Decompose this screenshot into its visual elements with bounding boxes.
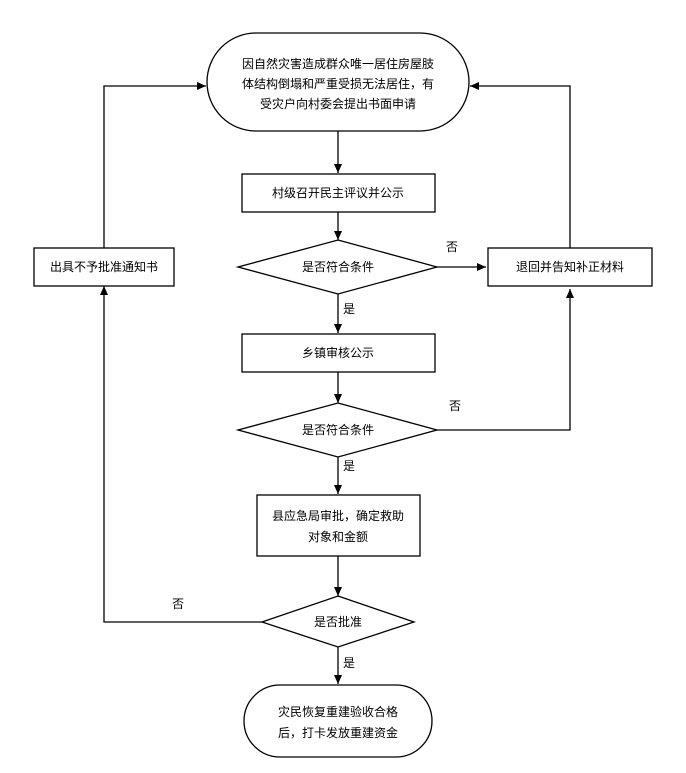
town-label: 乡镇审核公示 bbox=[302, 345, 374, 360]
start-label-line3: 受灾户向村委会提出书面申请 bbox=[260, 96, 416, 111]
check1-diamond bbox=[235, 239, 440, 295]
county-label-line2: 对象和金额 bbox=[308, 529, 368, 544]
edge-approve-notice bbox=[100, 286, 262, 623]
end-label-line2: 后，打卡发放重建资金 bbox=[278, 725, 398, 740]
check2-label: 是否符合条件 bbox=[302, 422, 374, 437]
start-terminal bbox=[206, 32, 470, 132]
notice-label: 出具不予批准通知书 bbox=[50, 259, 158, 274]
check2-no-label: 否 bbox=[449, 399, 461, 413]
edge-notice-start bbox=[103, 82, 206, 248]
approve-yes-label: 是 bbox=[343, 656, 355, 670]
check2-yes-label: 是 bbox=[343, 459, 355, 473]
county-box bbox=[256, 494, 421, 557]
edge-check2-return bbox=[437, 289, 574, 431]
check1-no-label: 否 bbox=[446, 240, 458, 254]
start-label-line1: 因自然灾害造成群众唯一居住房屋肢 bbox=[242, 56, 434, 71]
village-box bbox=[241, 173, 436, 213]
approve-diamond bbox=[259, 595, 417, 648]
notice-box bbox=[33, 247, 175, 287]
return-label: 退回并告知补正材料 bbox=[516, 260, 624, 274]
end-terminal bbox=[243, 684, 433, 758]
town-box bbox=[241, 333, 436, 373]
check1-label: 是否符合条件 bbox=[302, 259, 374, 274]
end-label-line1: 灾民恢复重建验收合格 bbox=[278, 704, 398, 719]
edge-return-start bbox=[470, 82, 571, 248]
start-label-line2: 体结构倒塌和严重受损无法居住，有 bbox=[242, 76, 434, 91]
village-label: 村级召开民主评议并公示 bbox=[272, 186, 404, 200]
approve-no-label: 否 bbox=[172, 597, 184, 611]
return-box bbox=[487, 247, 653, 287]
check1-yes-label: 是 bbox=[343, 302, 355, 316]
county-label-line1: 县应急局审批，确定救助 bbox=[272, 508, 404, 523]
check2-diamond bbox=[235, 402, 440, 458]
approve-label: 是否批准 bbox=[314, 614, 362, 629]
